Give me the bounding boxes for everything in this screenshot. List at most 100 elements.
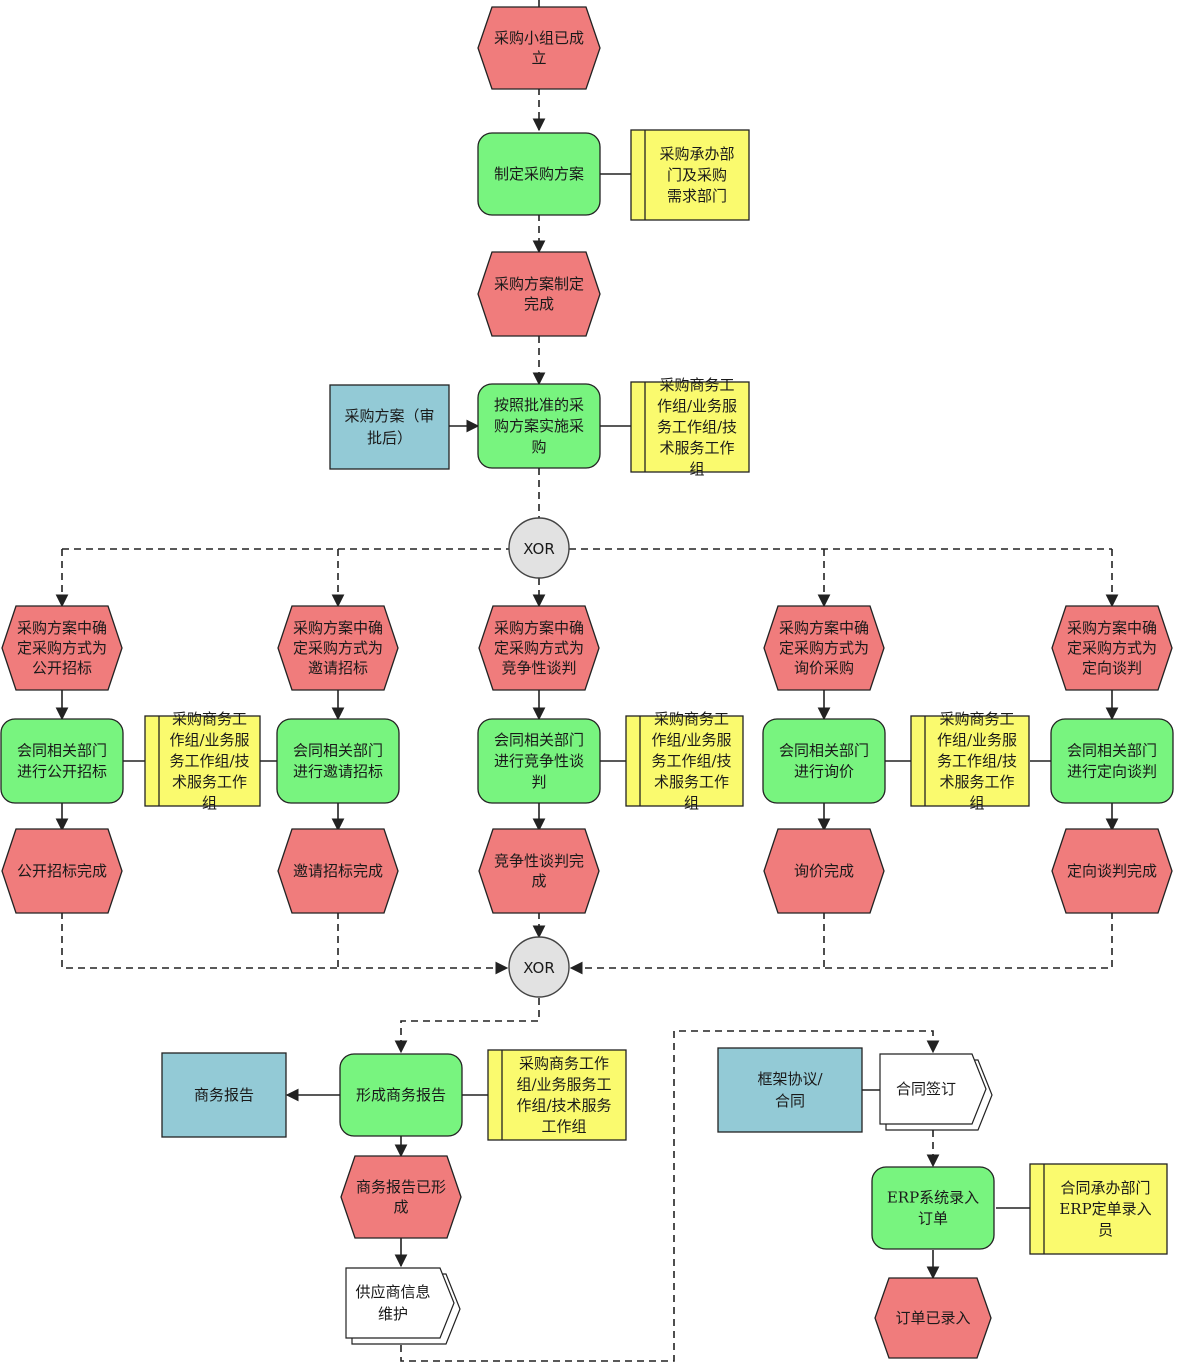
node-label-line: 公开招标完成 — [17, 862, 107, 880]
org-unit-shape — [630, 129, 750, 221]
gateway-xor-split[interactable]: XOR — [508, 517, 570, 579]
node-label-line: 形成商务报告 — [356, 1086, 446, 1104]
node-label-line: 作组/业务服 — [937, 731, 1017, 749]
node-label-line: 务工作组/技 — [169, 752, 249, 770]
event-branch-4-end[interactable]: 询价完成 — [763, 828, 885, 914]
node-label-line: 定采购方式为 — [17, 639, 107, 657]
node-label-line: 会同相关部门 — [17, 742, 107, 760]
node-label-line: 组 — [202, 794, 217, 812]
org-unit-shape — [910, 715, 1030, 807]
node-label-line: 合同签订 — [896, 1080, 956, 1098]
gateway-shape — [508, 936, 570, 998]
info-business-report[interactable]: 商务报告 — [161, 1052, 287, 1138]
node-label-line: 询价采购 — [794, 659, 854, 677]
node-label-line: 商务报告已形 — [356, 1178, 446, 1196]
node-label-line: 商务报告 — [194, 1086, 254, 1104]
node-label-line: 工作组 — [541, 1118, 586, 1136]
event-shape — [277, 605, 399, 691]
event-branch-1-end[interactable]: 公开招标完成 — [1, 828, 123, 914]
node-label-line: 合同 — [775, 1092, 805, 1110]
function-shape — [477, 718, 601, 804]
node-label-line: 定向谈判完成 — [1067, 862, 1157, 880]
org-unit-shape — [1029, 1163, 1168, 1255]
document-shape — [345, 1267, 455, 1339]
event-shape — [478, 828, 600, 914]
gateway-label: XOR — [523, 959, 555, 977]
gateway-xor-merge[interactable]: XOR — [508, 936, 570, 998]
node-label-line: 成 — [531, 872, 546, 890]
information-object-shape — [329, 384, 450, 470]
node-label-line: 采购小组已成 — [494, 29, 584, 47]
org-unit-shape — [630, 381, 750, 473]
event-shape — [477, 6, 601, 90]
node-label-line: 务工作组/技 — [937, 752, 1017, 770]
node-label-line: 定采购方式为 — [1067, 639, 1157, 657]
node-label-line: 组 — [689, 460, 704, 478]
node-label-line: 术服务工作 — [172, 773, 247, 791]
node-label-line: 采购方案中确 — [779, 619, 869, 637]
event-shape — [1, 828, 123, 914]
node-label-line: 会同相关部门 — [779, 742, 869, 760]
function-shape — [1050, 718, 1174, 804]
node-label-line: 购方案实施采 — [494, 417, 584, 435]
node-label-line: 采购商务工 — [939, 710, 1014, 728]
node-label-line: 采购方案（审 — [344, 407, 434, 425]
function-business-report[interactable]: 形成商务报告 — [339, 1053, 463, 1137]
event-branch-5-end[interactable]: 定向谈判完成 — [1051, 828, 1173, 914]
node-label-line: 按照批准的采 — [494, 396, 584, 414]
event-order-entered[interactable]: 订单已录入 — [874, 1277, 992, 1359]
info-framework-agreement[interactable]: 框架协议/合同 — [717, 1047, 863, 1133]
node-label-line: 邀请招标完成 — [293, 862, 383, 880]
info-approved-plan[interactable]: 采购方案（审批后） — [329, 384, 450, 470]
node-label-line: 定采购方式为 — [779, 639, 869, 657]
node-label-line: 务工作组/技 — [657, 418, 737, 436]
function-shape — [762, 718, 886, 804]
node-label-line: 会同相关部门 — [494, 731, 584, 749]
function-shape — [0, 718, 124, 804]
node-label-line: 员 — [1098, 1221, 1113, 1239]
event-shape — [1051, 828, 1173, 914]
event-branch-2-end[interactable]: 邀请招标完成 — [277, 828, 399, 914]
node-label-line: 定向谈判 — [1082, 659, 1142, 677]
node-label-line: 组 — [969, 794, 984, 812]
node-label-line: 完成 — [524, 295, 554, 313]
node-label-line: 采购商务工作 — [519, 1055, 609, 1073]
node-label-line: ERP定单录入 — [1059, 1200, 1151, 1218]
event-shape — [340, 1155, 462, 1239]
document-shape — [879, 1053, 987, 1125]
event-shape — [277, 828, 399, 914]
function-shape — [871, 1166, 995, 1250]
document-contract-signing[interactable]: 合同签订 — [879, 1053, 993, 1131]
node-label-line: 作组/业务服 — [169, 731, 249, 749]
function-make-plan[interactable]: 制定采购方案 — [477, 132, 601, 216]
node-label-line: 成 — [393, 1198, 408, 1216]
event-shape — [477, 251, 601, 337]
event-shape — [763, 828, 885, 914]
node-label-line: 术服务工作 — [939, 773, 1014, 791]
